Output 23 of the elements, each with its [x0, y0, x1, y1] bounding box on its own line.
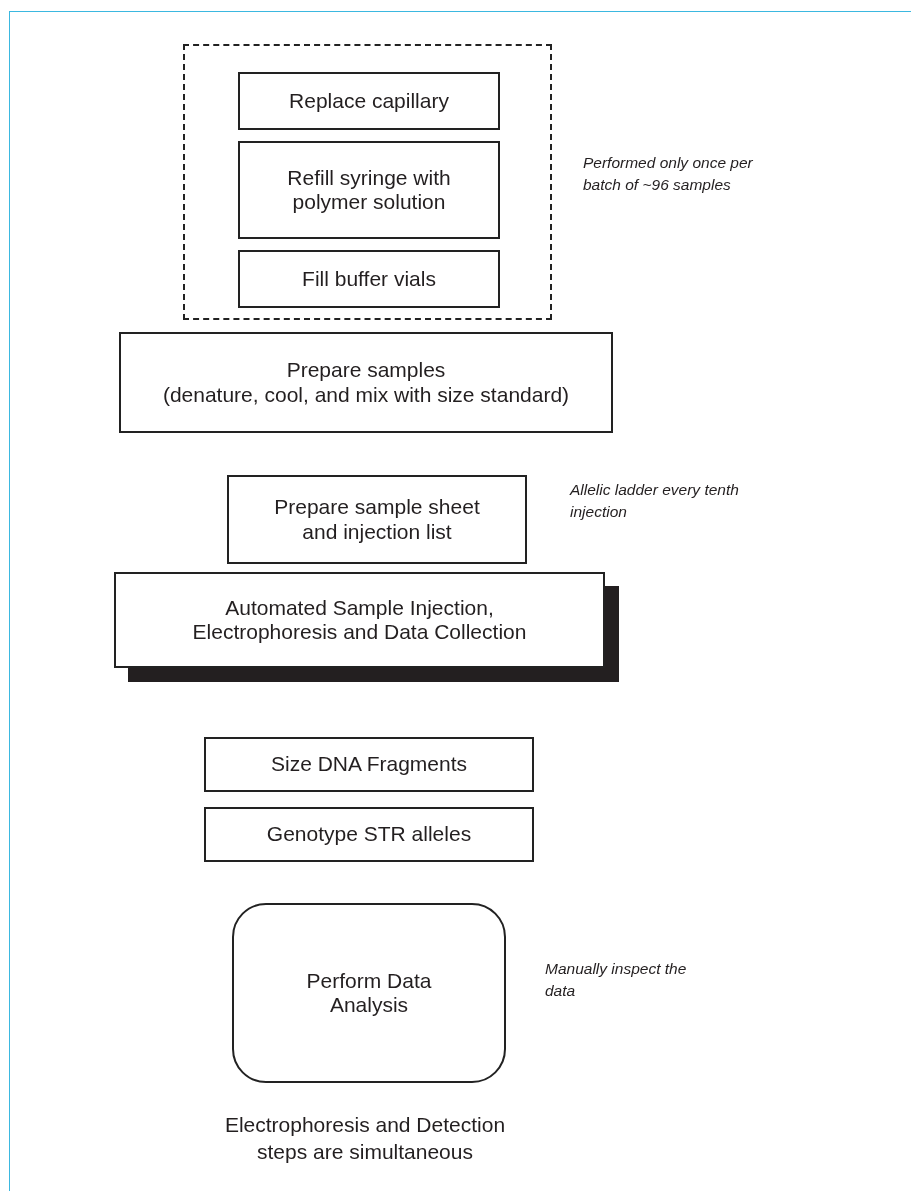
step-label: Replace capillary [288, 88, 450, 114]
step-label: Perform Data Analysis [305, 968, 433, 1018]
step-label: Prepare samples [285, 358, 447, 383]
step-label: Size DNA Fragments [269, 752, 469, 777]
footnote-text: Electrophoresis and Detection steps are simultaneous [223, 1112, 507, 1166]
process-box [227, 475, 527, 564]
step-label: Automated Sample Injection, Electrophoresis and Data Collection [191, 595, 528, 645]
side-note: Manually inspect the data [545, 959, 688, 1001]
dashed-group-box [183, 44, 552, 320]
process-box [238, 250, 500, 308]
step-note: (denature, cool, and mix with size standard) [161, 382, 571, 407]
process-box [238, 141, 500, 239]
side-note: Allelic ladder every tenth injection [570, 480, 740, 522]
step-label: Prepare sample sheet and injection list [273, 495, 481, 544]
process-box [238, 72, 500, 130]
step-label: Refill syringe with polymer solution [286, 165, 452, 215]
process-box [204, 737, 534, 792]
rounded-box [232, 903, 506, 1083]
step-label: Fill buffer vials [301, 266, 437, 292]
side-note: Performed only once per batch of ~96 samples [583, 153, 754, 195]
step-label: Genotype STR alleles [265, 822, 473, 847]
process-box [119, 332, 613, 433]
process-box [204, 807, 534, 862]
